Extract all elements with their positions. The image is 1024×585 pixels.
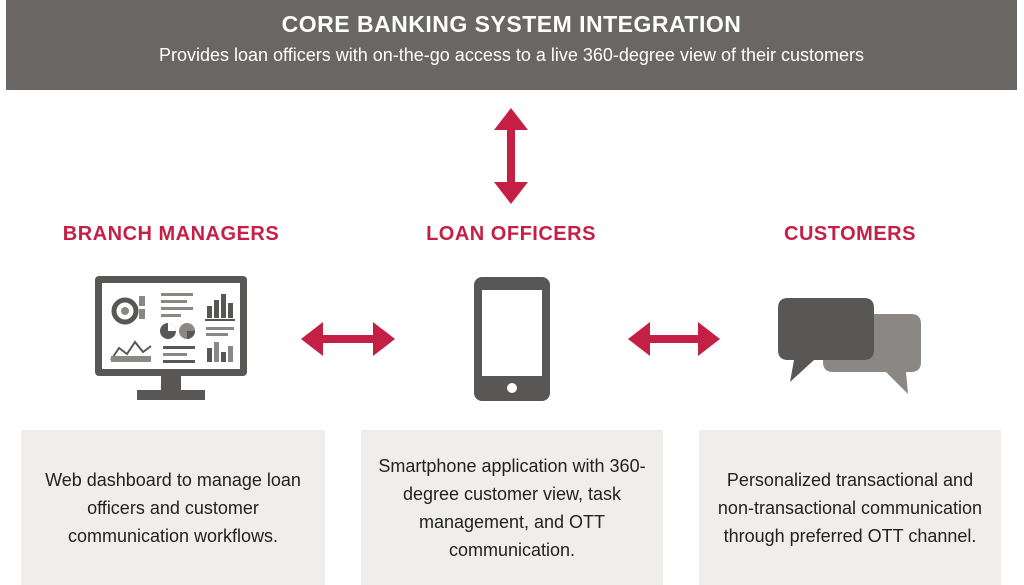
right-double-arrow-icon <box>628 322 720 356</box>
left-double-arrow-icon <box>301 322 395 356</box>
header-banner: CORE BANKING SYSTEM INTEGRATION Provides… <box>6 0 1017 90</box>
branch-managers-title: BRANCH MANAGERS <box>62 223 280 245</box>
vertical-double-arrow-icon <box>494 108 528 204</box>
customers-description: Personalized transactional and non-trans… <box>699 430 1001 585</box>
loan-officers-description: Smartphone application with 360-degree c… <box>361 430 663 585</box>
customers-title: CUSTOMERS <box>784 223 916 245</box>
loan-officers-title: LOAN OFFICERS <box>426 223 596 245</box>
page-subtitle: Provides loan officers with on-the-go ac… <box>158 45 864 65</box>
smartphone-icon <box>474 277 550 401</box>
desktop-dashboard-icon <box>95 276 247 400</box>
branch-managers-description: Web dashboard to manage loan officers an… <box>21 430 325 585</box>
chat-bubbles-icon <box>778 298 921 394</box>
page-title: CORE BANKING SYSTEM INTEGRATION <box>281 11 742 37</box>
